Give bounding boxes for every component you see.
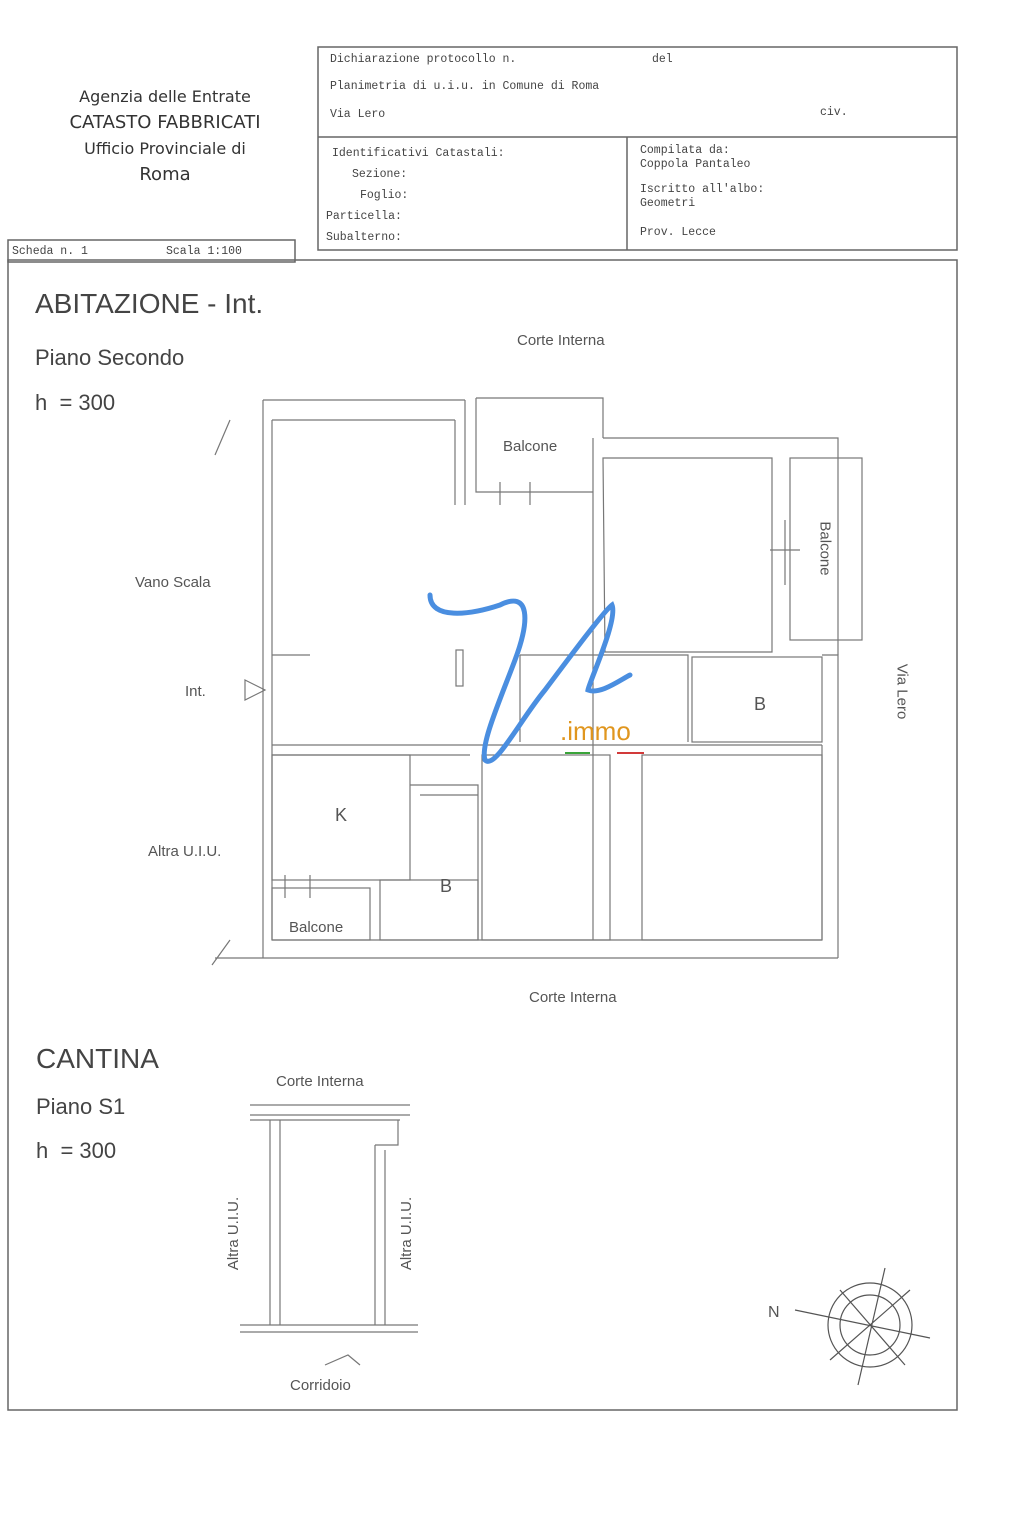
cantina-piano: Piano S1 [36,1094,126,1119]
cantina-title: CANTINA [36,1043,159,1074]
agency-office: Ufficio Provinciale di [84,139,246,158]
subalterno: Subalterno: [326,231,402,244]
label-corridoio: Corridoio [290,1377,351,1394]
compass-icon [794,1267,931,1386]
del: del [652,53,673,66]
label-cantina-altra-left: Altra U.I.U. [225,1196,243,1271]
label-balcone-top: Balcone [503,438,558,455]
label-bagno-1: B [754,694,767,714]
provincia: Prov. Lecce [640,226,716,239]
label-bagno-2: B [440,876,453,896]
planimetria: Planimetria di u.i.u. in Comune di Roma [330,80,600,93]
compilata-da: Compilata da: [640,144,730,157]
label-corte-top: Corte Interna [517,332,605,349]
label-cantina-altra-right: Altra U.I.U. [398,1196,416,1271]
cantina-walls [240,1104,418,1366]
watermark-text: .immo [560,716,631,746]
label-vano-scala: Vano Scala [135,574,211,591]
sheet-frame [7,259,958,1411]
agency-block: Agenzia delle Entrate CATASTO FABBRICATI… [40,84,290,188]
compass-north-label: N [768,1304,780,1321]
foglio: Foglio: [360,189,409,202]
abitazione-height: h = 300 [35,390,116,415]
sezione: Sezione: [352,168,408,181]
label-kitchen: K [335,805,348,825]
identificativi: Identificativi Catastali: [332,147,505,160]
scheda-box [7,239,296,263]
agency-name: Agenzia delle Entrate [79,87,251,106]
iscritto: Iscritto all'albo: [640,183,765,196]
particella: Particella: [326,210,402,223]
abitazione-walls [211,397,863,966]
albo: Geometri [640,197,696,210]
scala: Scala 1:100 [166,245,242,258]
compilatore: Coppola Pantaleo [640,158,751,171]
via: Via Lero [330,108,386,121]
agency-city: Roma [139,164,191,185]
watermark-logo [427,592,633,764]
label-cantina-corte: Corte Interna [276,1073,364,1090]
dichiarazione: Dichiarazione protocollo n. [330,53,517,66]
abitazione-piano: Piano Secondo [35,345,185,370]
label-via-lero: Via Lero [893,663,911,720]
cantina-height: h = 300 [36,1138,117,1163]
label-corte-bottom: Corte Interna [529,989,617,1006]
civ: civ. [820,106,848,119]
abitazione-title: ABITAZIONE - Int. [35,288,264,319]
agency-department: CATASTO FABBRICATI [69,112,261,133]
header-box [317,46,958,251]
label-altra-uiu: Altra U.I.U. [148,843,222,860]
label-int: Int. [185,683,206,700]
label-balcone-bottom: Balcone [289,919,344,936]
scheda: Scheda n. 1 [12,245,88,258]
label-balcone-right: Balcone [816,521,834,576]
